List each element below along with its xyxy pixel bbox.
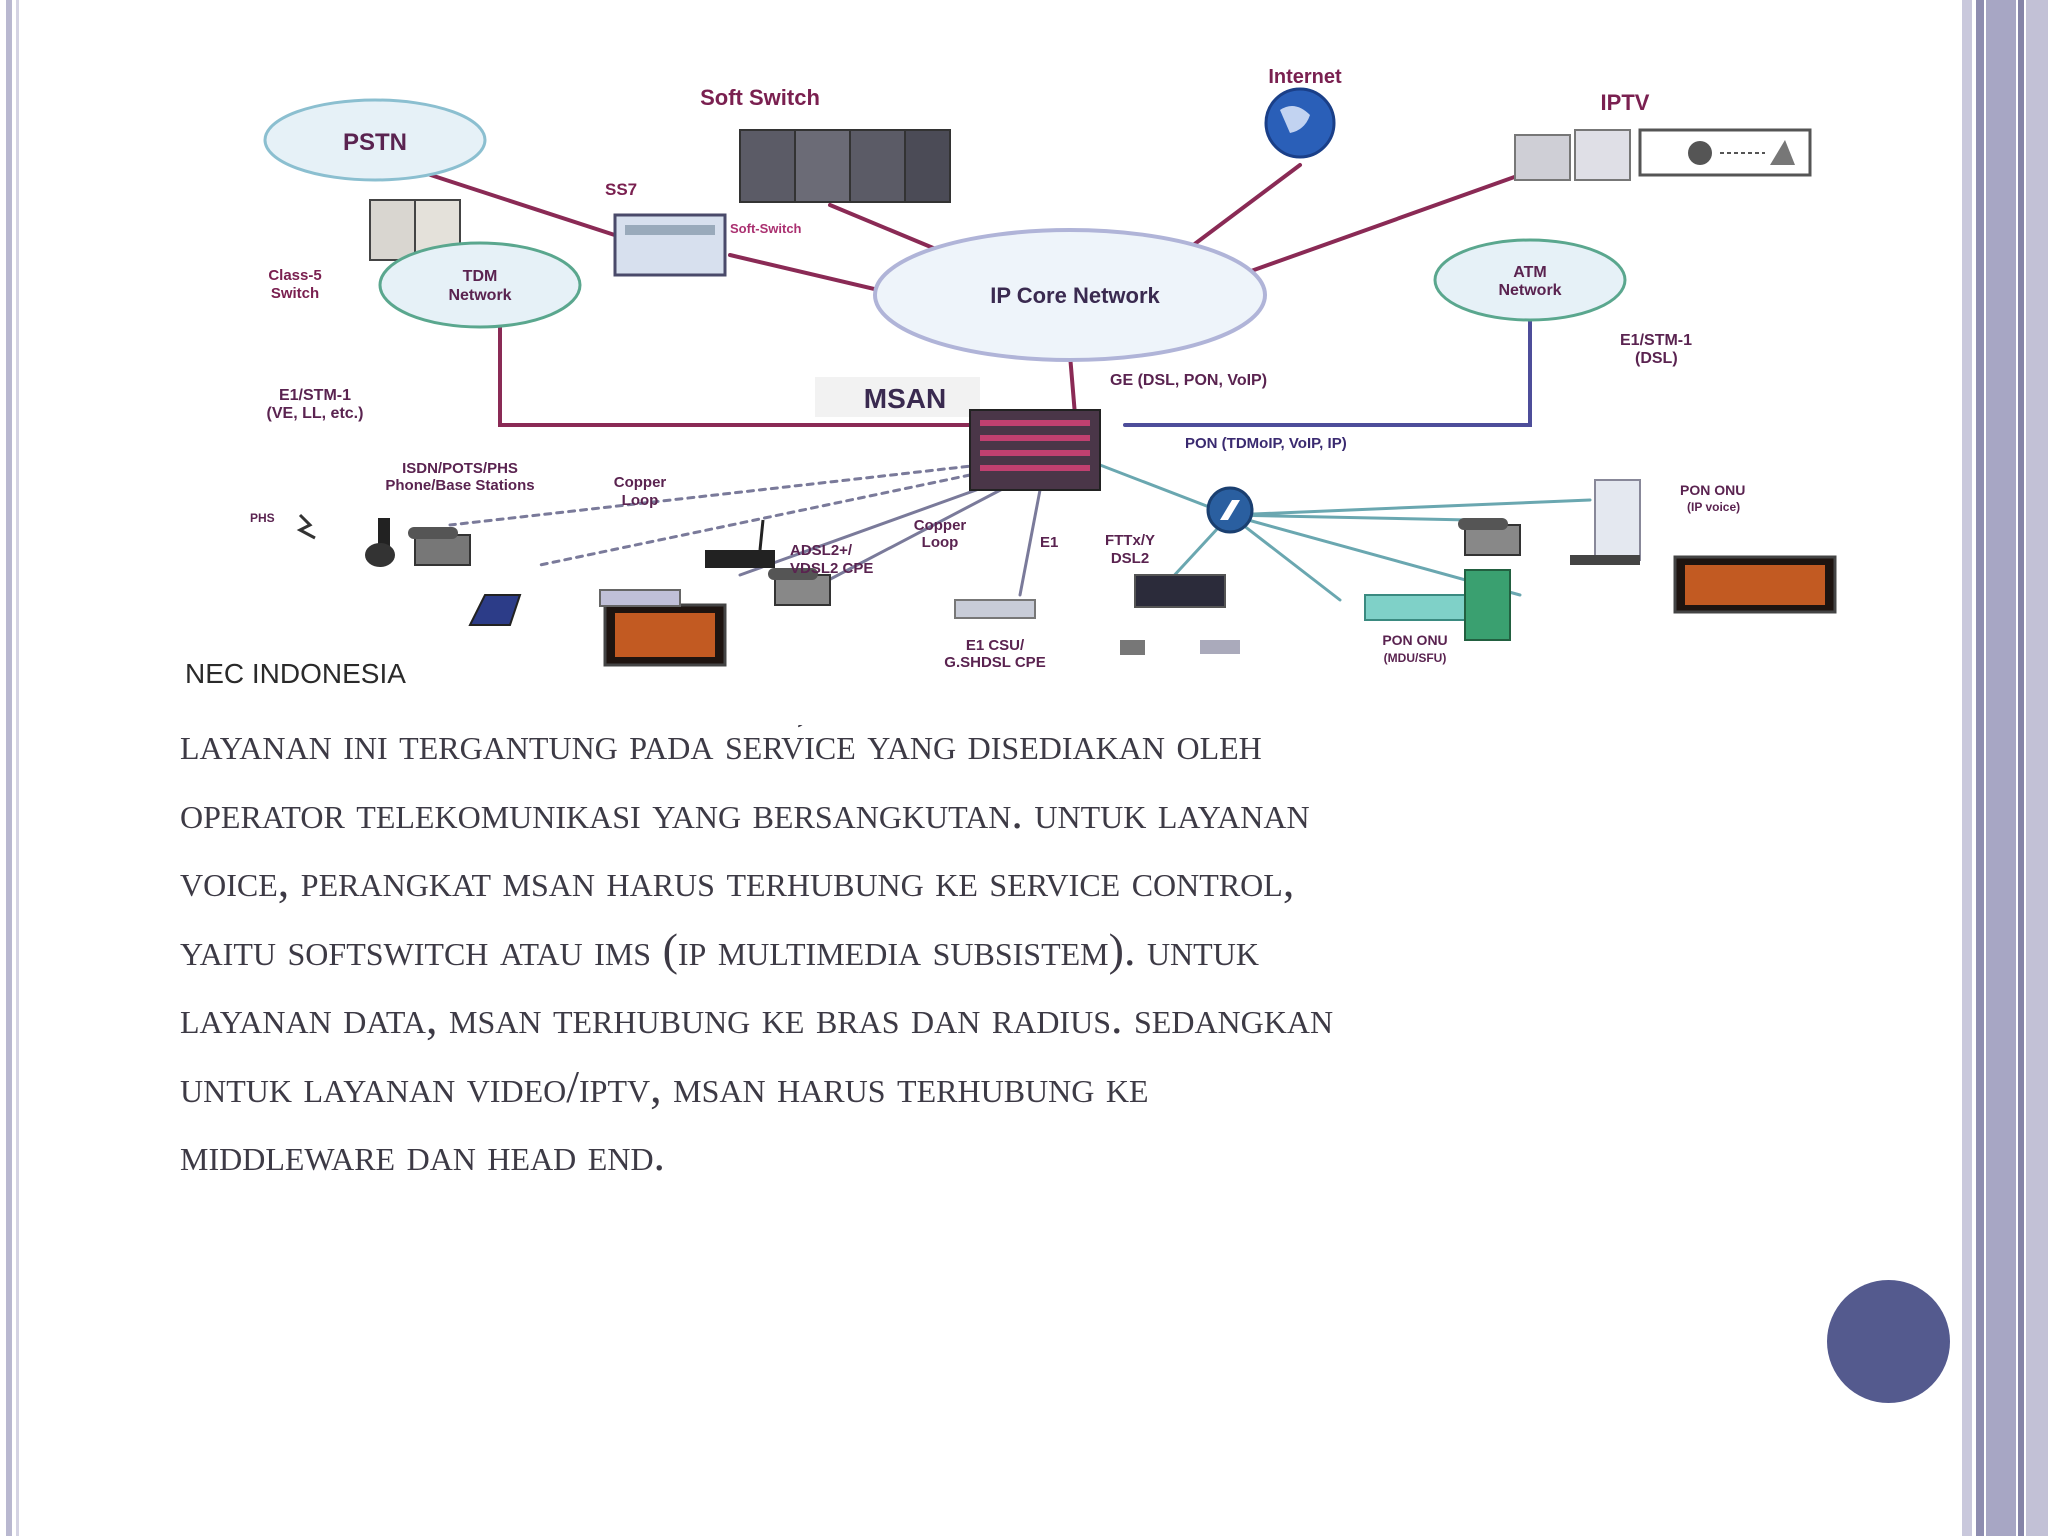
fttx-label-sub: DSL2	[1111, 550, 1149, 567]
paragraph-line: yaitu softswitch atau ims (ip multimedia…	[180, 923, 1259, 975]
msan-network-diagram: PSTN Soft Switch Internet IPTV SS7 Soft-…	[140, 55, 1870, 725]
pon-onu-right-label-sub: (IP voice)	[1687, 500, 1740, 514]
ss7-softswitch-device: SS7 Soft-Switch	[605, 180, 802, 277]
pon-splitter-node	[1206, 486, 1254, 534]
svg-text:MSAN: MSAN	[864, 383, 946, 414]
soft-switch-servers: Soft Switch	[700, 85, 951, 203]
svg-text:Network: Network	[1498, 282, 1561, 299]
svg-text:Internet: Internet	[1268, 66, 1342, 88]
copper-loop-2-label: Copper	[914, 517, 967, 534]
paragraph-line: voice, perangkat msan harus terhubung ke…	[180, 855, 1295, 906]
internet-globe: Internet	[1264, 66, 1342, 159]
laptop-left	[468, 594, 522, 626]
desk-phone-left	[408, 527, 471, 566]
svg-text:PSTN: PSTN	[343, 129, 407, 156]
paragraph-line: untuk layanan video/iptv, msan harus ter…	[180, 1060, 1149, 1112]
tv-left	[599, 589, 727, 667]
tdm-network-cloud: TDM Network	[378, 241, 582, 329]
svg-text:IPTV: IPTV	[1601, 90, 1650, 115]
left-border-rule	[6, 0, 12, 1536]
e1-csu-device	[954, 599, 1036, 619]
pon-onu-bottom-label: PON ONU	[1382, 632, 1447, 648]
e1stm-left-label: E1/STM-1	[279, 387, 351, 404]
tv-right	[1673, 555, 1837, 614]
paragraph-line: layanan data, msan terhubung ke bras dan…	[180, 992, 1334, 1043]
body-paragraph: layanan ini tergantung pada service yang…	[180, 710, 1800, 1190]
desk-phone-right	[1458, 518, 1521, 556]
isdn-label: ISDN/POTS/PHS	[402, 460, 518, 477]
ip-core-network-cloud: IP Core Network	[873, 228, 1267, 362]
svg-text:Soft Switch: Soft Switch	[700, 85, 820, 110]
right-border-stripe	[1986, 0, 2016, 1536]
phs-label: PHS	[250, 511, 275, 525]
class5-switch: Class-5 Switch	[268, 199, 461, 302]
paragraph-line: layanan ini tergantung pada service yang…	[180, 718, 1262, 769]
fttx-label: FTTx/Y	[1105, 532, 1155, 549]
copper-loop-2-label-sub: Loop	[922, 534, 959, 551]
iptv-equipment: IPTV	[1514, 90, 1812, 181]
pon-link-label: PON (TDMoIP, VoIP, IP)	[1185, 435, 1347, 452]
phs-base-station	[296, 513, 395, 567]
right-border-stripe	[2026, 0, 2048, 1536]
e1stm-right-label: E1/STM-1	[1620, 332, 1692, 349]
nec-indonesia-watermark: NEC INDONESIA	[185, 658, 406, 689]
copper-loop-label: Copper	[614, 474, 667, 491]
svg-text:Network: Network	[448, 287, 511, 304]
fttx-device	[1120, 574, 1240, 655]
left-border-rule-inner	[16, 0, 19, 1536]
copper-loop-label-sub: Loop	[622, 492, 659, 509]
pon-onu-bottom-label-sub: (MDU/SFU)	[1384, 651, 1447, 665]
right-border-stripe	[2018, 0, 2024, 1536]
svg-text:IP Core Network: IP Core Network	[990, 283, 1160, 308]
right-border-stripe	[1976, 0, 1984, 1536]
decorative-circle	[1827, 1280, 1950, 1403]
e1csu-label-sub: G.SHDSL CPE	[944, 654, 1045, 671]
pstn-cloud: PSTN	[263, 98, 487, 182]
svg-text:Class-5: Class-5	[268, 267, 321, 284]
e1csu-label: E1 CSU/	[966, 637, 1025, 654]
connection-lines	[398, 163, 1592, 602]
isdn-label-sub: Phone/Base Stations	[385, 477, 534, 494]
ge-link-label: GE (DSL, PON, VoIP)	[1110, 372, 1267, 389]
pon-onu-right	[1570, 479, 1641, 565]
svg-text:Switch: Switch	[271, 285, 319, 302]
atm-network-cloud: ATM Network	[1433, 238, 1627, 322]
pon-onu-bottom	[1364, 569, 1511, 641]
right-border-stripe	[1962, 0, 1972, 1536]
msan-device: MSAN	[815, 377, 1101, 491]
svg-text:SS7: SS7	[605, 180, 637, 199]
adsl-label-sub: VDSL2 CPE	[790, 560, 873, 577]
pon-onu-right-label: PON ONU	[1680, 482, 1745, 498]
paragraph-line: middleware dan head end.	[180, 1129, 666, 1180]
adsl-router	[705, 519, 775, 568]
svg-text:TDM: TDM	[463, 268, 498, 285]
e1-label: E1	[1040, 534, 1058, 551]
desk-phone-center	[768, 568, 831, 606]
svg-text:Soft-Switch: Soft-Switch	[730, 221, 802, 236]
svg-text:ATM: ATM	[1513, 264, 1546, 281]
adsl-label: ADSL2+/	[790, 542, 853, 559]
paragraph-line: operator telekomunikasi yang bersangkuta…	[180, 786, 1310, 838]
e1stm-left-label-sub: (VE, LL, etc.)	[267, 405, 364, 422]
e1stm-right-label-sub: (DSL)	[1635, 350, 1678, 367]
